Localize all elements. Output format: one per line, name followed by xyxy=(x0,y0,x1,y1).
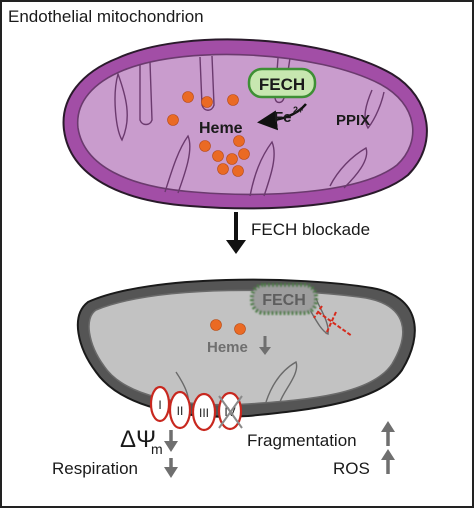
healthy-inner-membrane xyxy=(76,53,414,196)
heme-label-bottom: Heme xyxy=(207,339,248,356)
etc-complex-II: II xyxy=(168,390,192,430)
respiration-down-arrow xyxy=(164,458,178,478)
ros-effect: ROS xyxy=(333,449,395,478)
svg-text:FECH: FECH xyxy=(259,75,305,94)
etc-complex-III: III xyxy=(191,392,217,432)
svg-text:FECH: FECH xyxy=(262,292,306,309)
svg-text:m: m xyxy=(151,441,163,457)
fragmentation-up-arrow xyxy=(381,421,395,446)
fech-enzyme: FECH xyxy=(247,67,317,99)
svg-text:ROS: ROS xyxy=(333,459,370,478)
heme-dots-top xyxy=(167,91,250,177)
svg-text:ΔΨ: ΔΨ xyxy=(120,426,156,453)
svg-text:Respiration: Respiration xyxy=(52,459,138,478)
svg-text:III: III xyxy=(199,406,209,420)
fragmentation-effect: Fragmentation xyxy=(247,421,395,450)
fech-blockade-transition: FECH blockade xyxy=(226,212,370,254)
iron-label: Fe xyxy=(274,109,292,126)
membrane-potential-effect: ΔΨ m xyxy=(120,426,178,457)
heme-dots-bottom xyxy=(210,319,246,335)
iron-charge: 2+ xyxy=(293,105,303,115)
svg-text:II: II xyxy=(177,404,184,418)
inhibition-symbol xyxy=(313,305,353,337)
ppix-label: PPIX xyxy=(336,112,370,129)
svg-text:Fragmentation: Fragmentation xyxy=(247,431,357,450)
heme-label-top: Heme xyxy=(199,120,243,137)
svg-text:I: I xyxy=(158,398,161,412)
healthy-mitochondrion: FECH Fe 2+ PPIX Heme xyxy=(62,38,428,210)
damaged-mitochondrion: FECH Heme I II III xyxy=(76,278,416,432)
etc-complex-I: I xyxy=(149,385,171,423)
respiration-effect: Respiration xyxy=(52,458,178,478)
heme-synthesis-arrow xyxy=(257,103,307,131)
panel-title: Endothelial mitochondrion xyxy=(8,7,204,26)
membrane-potential-down-arrow xyxy=(164,430,178,452)
heme-down-arrow xyxy=(259,336,271,355)
fech-enzyme-inactive: FECH xyxy=(250,283,318,315)
ros-up-arrow xyxy=(381,449,395,474)
svg-text:FECH blockade: FECH blockade xyxy=(251,220,370,239)
etc-complex-IV: IV xyxy=(217,391,243,431)
